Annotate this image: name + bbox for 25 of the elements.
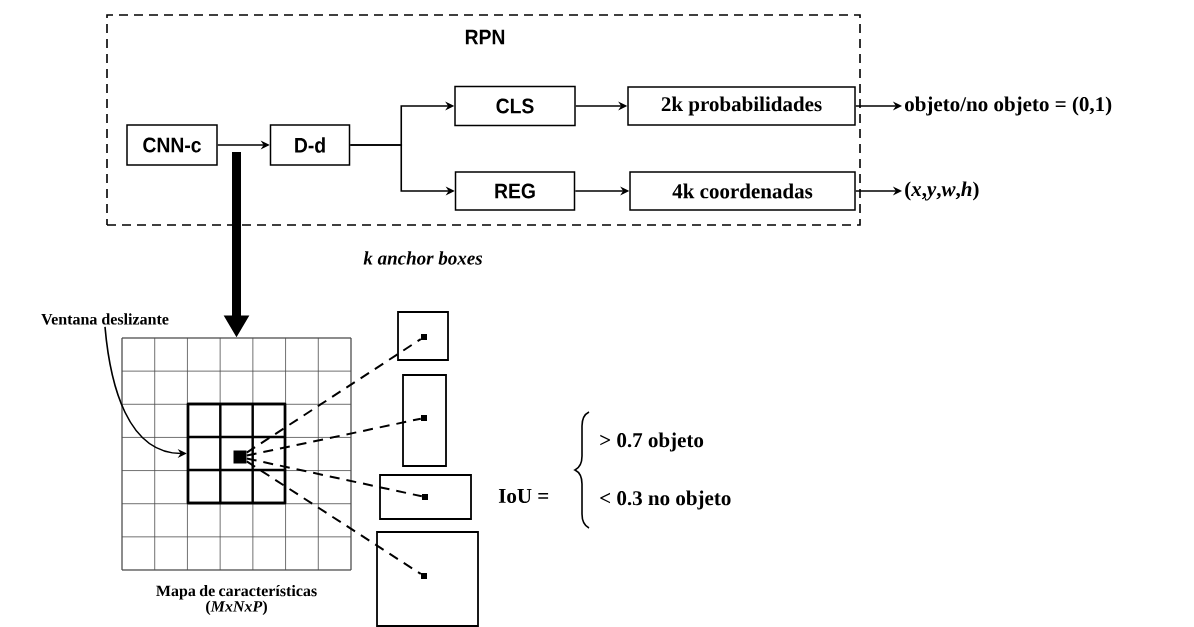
center-square — [233, 450, 247, 464]
anchor-box — [376, 531, 479, 627]
condition-text: < 0.3 no objeto — [600, 490, 731, 510]
process-box: D-d — [269, 124, 351, 166]
anchor-box — [397, 311, 449, 361]
dashed-line — [245, 338, 422, 454]
process-box: CLS — [454, 85, 576, 127]
annotation-text: Ventana deslizante — [41, 313, 169, 325]
output-box: 2k probabilidades — [627, 86, 856, 126]
output-text: objeto/no objeto = (0,1) — [905, 96, 1112, 116]
process-box: CNN-c — [126, 124, 218, 166]
output-box: 4k coordenadas — [629, 171, 856, 211]
formula-text: IoU = — [498, 489, 549, 503]
dashed-line — [245, 460, 422, 575]
anchor-box — [379, 474, 472, 520]
anchor-box — [402, 374, 447, 467]
process-box: REG — [454, 171, 576, 211]
dashed-line — [245, 457, 423, 498]
output-text: (x,y,w,h) — [905, 181, 979, 201]
condition-text: > 0.7 objeto — [600, 432, 704, 452]
dashed-line — [245, 417, 422, 457]
node-label: Mapa de características (MxNxP) — [156, 584, 317, 616]
feature-map-grid: Mapa de características (MxNxP) — [121, 337, 352, 615]
sliding-window — [186, 402, 287, 505]
heading-text: k anchor boxes — [363, 251, 483, 265]
